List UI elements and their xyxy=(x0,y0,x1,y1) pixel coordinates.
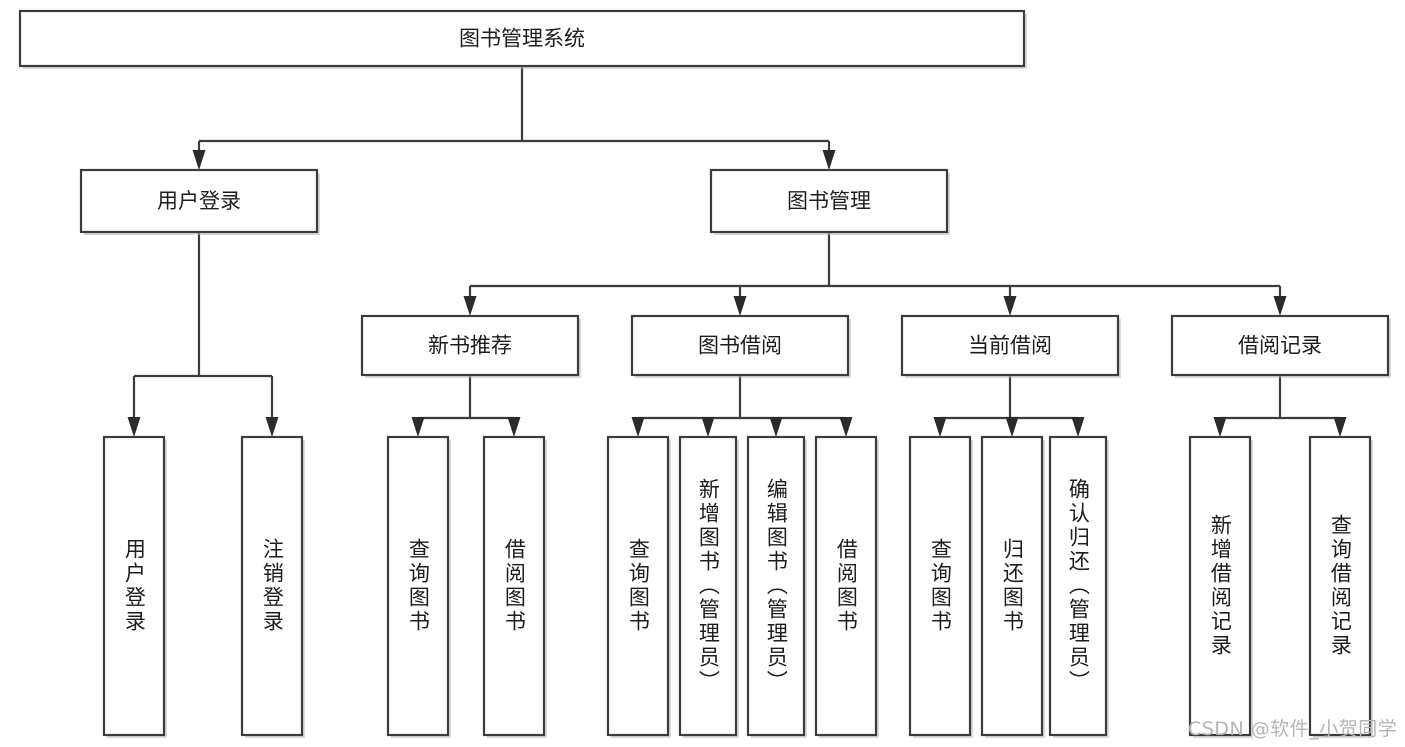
arrow-head xyxy=(1071,417,1085,437)
node-box-l-add[interactable] xyxy=(678,435,738,737)
arrow-head xyxy=(701,417,715,437)
arrow-head xyxy=(733,296,747,316)
node-box-bookmgr[interactable] xyxy=(709,168,949,234)
node-box-l-return[interactable] xyxy=(980,435,1044,737)
arrow-head xyxy=(839,417,853,437)
node-box-current[interactable] xyxy=(900,314,1120,377)
node-box-login[interactable] xyxy=(79,168,319,234)
node-label-root: 图书管理系统 xyxy=(459,27,585,51)
csdn-watermark: CSDN @软件_小贺同学 xyxy=(1188,718,1398,740)
connector-layer xyxy=(127,66,1347,437)
arrow-head xyxy=(192,150,206,170)
node-box-l-query3[interactable] xyxy=(908,435,972,737)
node-label-newbook: 新书推荐 xyxy=(428,334,512,358)
arrow-head xyxy=(822,150,836,170)
node-box-l-query1[interactable] xyxy=(386,435,450,737)
node-label-bookmgr: 图书管理 xyxy=(787,189,871,213)
node-box-l-query2[interactable] xyxy=(606,435,670,737)
arrow-head xyxy=(463,296,477,316)
node-label-current: 当前借阅 xyxy=(968,334,1052,358)
arrow-head xyxy=(1213,417,1227,437)
node-box-l-borrow2[interactable] xyxy=(814,435,878,737)
node-label-records: 借阅记录 xyxy=(1238,334,1322,358)
arrow-head xyxy=(933,417,947,437)
node-box-l-login[interactable] xyxy=(102,435,166,737)
node-box-l-queryrec[interactable] xyxy=(1308,435,1372,737)
node-box-l-logout[interactable] xyxy=(240,435,304,737)
arrow-head xyxy=(1005,417,1019,437)
node-box-borrow[interactable] xyxy=(630,314,850,377)
arrow-head xyxy=(411,417,425,437)
node-box-records[interactable] xyxy=(1170,314,1390,377)
arrow-head xyxy=(265,417,279,437)
node-label-login: 用户登录 xyxy=(157,189,241,213)
node-box-l-borrow1[interactable] xyxy=(482,435,546,737)
node-box-root[interactable] xyxy=(18,9,1026,68)
arrow-head xyxy=(1333,417,1347,437)
node-box-newbook[interactable] xyxy=(360,314,580,377)
arrow-head xyxy=(1003,296,1017,316)
arrow-head xyxy=(507,417,521,437)
node-box-l-addrec[interactable] xyxy=(1188,435,1252,737)
arrow-head xyxy=(1273,296,1287,316)
arrow-head xyxy=(631,417,645,437)
node-box-l-confirm[interactable] xyxy=(1048,435,1108,737)
node-label-borrow: 图书借阅 xyxy=(698,334,782,358)
node-box-layer xyxy=(18,9,1391,738)
arrow-head xyxy=(127,417,141,437)
arrow-head xyxy=(769,417,783,437)
node-box-l-edit[interactable] xyxy=(746,435,806,737)
